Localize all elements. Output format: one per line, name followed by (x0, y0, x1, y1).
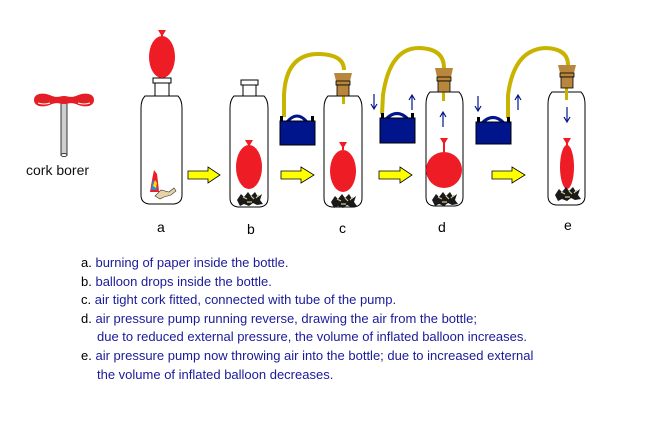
caption-list: a. burning of paper inside the bottle. b… (81, 254, 533, 384)
stage-label-c: c (339, 220, 346, 236)
bottle-d (425, 68, 464, 207)
flow-arrow-down-icon (474, 96, 482, 113)
stage-label-e: e (564, 217, 572, 233)
cork-icon (435, 68, 453, 93)
bottle-c (323, 73, 363, 209)
flow-arrow-up-icon (408, 93, 416, 110)
bottle-e (547, 65, 586, 206)
pump-e (475, 45, 570, 145)
caption-b: b. balloon drops inside the bottle. (81, 273, 272, 289)
step-arrow (187, 166, 221, 184)
flow-arrow-down-icon (563, 107, 571, 124)
bottle-a (140, 30, 183, 205)
cork-borer-label: cork borer (26, 162, 90, 178)
caption-d-continued: due to reduced external pressure, the vo… (97, 329, 527, 345)
caption-c: c. air tight cork fitted, connected with… (81, 292, 397, 308)
pump-c (279, 51, 346, 146)
stage-label-b: b (247, 221, 255, 237)
stage-label-a: a (157, 219, 165, 235)
balloon-icon (149, 30, 175, 78)
pump-d (379, 45, 446, 144)
balloon-icon (330, 142, 356, 192)
step-arrow (280, 166, 315, 184)
caption-e-continued: the volume of inflated balloon decreases… (97, 366, 334, 382)
flow-arrow-down-icon (370, 94, 378, 111)
cork-icon (558, 65, 576, 89)
caption-e: e. air pressure pump now throwing air in… (81, 347, 534, 363)
burning-paper-icon (150, 170, 177, 200)
flow-arrow-up-icon (439, 110, 447, 127)
balloon-icon (560, 138, 574, 189)
caption-d: d. air pressure pump running reverse, dr… (81, 310, 477, 326)
cork-borer-icon (34, 93, 94, 157)
caption-a: a. burning of paper inside the bottle. (81, 255, 289, 270)
step-arrow (491, 166, 526, 184)
experiment-diagram (34, 30, 586, 209)
balloon-icon (236, 140, 262, 189)
stage-label-d: d (438, 219, 446, 235)
step-arrow (378, 166, 413, 184)
flow-arrow-up-icon (514, 93, 522, 110)
cork-icon (334, 73, 352, 97)
balloon-icon (426, 138, 462, 188)
bottle-b (229, 79, 269, 208)
